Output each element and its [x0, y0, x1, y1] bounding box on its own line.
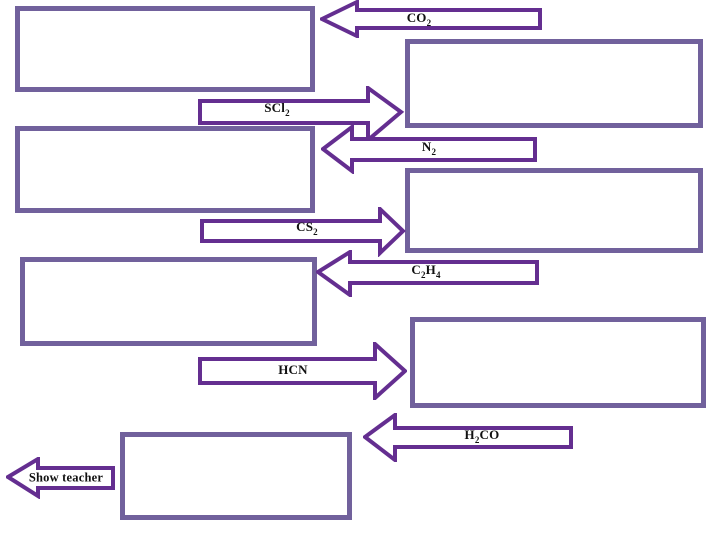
arrow-co2 — [320, 0, 542, 38]
formula-text: CS — [296, 219, 314, 235]
left-arrow-shape — [363, 413, 573, 462]
answer-box-c2h4[interactable] — [20, 257, 317, 346]
answer-box-co2[interactable] — [15, 6, 315, 92]
answer-box-hcn[interactable] — [410, 317, 706, 408]
arrow-label-scl2: SCl2 — [264, 100, 290, 118]
arrow-c2h4 — [316, 250, 539, 297]
right-arrow-shape — [198, 342, 407, 400]
arrow-label-h2co: H2CO — [465, 427, 500, 445]
formula-text: H — [425, 262, 436, 278]
arrow-label-show-teacher: Show teacher — [29, 471, 103, 486]
formula-text: C — [411, 262, 421, 278]
answer-box-cs2[interactable] — [405, 168, 703, 253]
arrow-label-co2: CO2 — [407, 10, 432, 28]
formula-subscript: 2 — [426, 17, 432, 28]
right-arrow-shape — [200, 207, 406, 257]
left-arrow-shape — [320, 0, 542, 38]
arrow-label-hcn: HCN — [278, 362, 308, 378]
arrow-h2co — [363, 413, 573, 462]
formula-subscript: 2 — [474, 434, 480, 445]
formula-text: HCN — [278, 362, 308, 377]
left-arrow-shape — [316, 250, 539, 297]
arrow-label-cs2: CS2 — [296, 219, 318, 237]
formula-text: CO — [479, 427, 500, 443]
left-arrow-shape — [6, 457, 115, 499]
arrow-show-teacher — [6, 457, 115, 499]
arrow-label-n2: N2 — [422, 139, 436, 157]
arrow-cs2 — [200, 207, 407, 257]
answer-box-h2co[interactable] — [120, 432, 352, 520]
right-arrow-shape — [198, 86, 405, 144]
formula-subscript: 4 — [435, 269, 441, 280]
formula-text: H — [464, 427, 475, 443]
formula-text: SCl — [264, 100, 286, 116]
formula-subscript: 2 — [420, 269, 426, 280]
formula-subscript: 2 — [431, 146, 437, 157]
arrow-hcn — [198, 342, 407, 400]
formula-subscript: 2 — [285, 107, 290, 118]
left-arrow-shape — [321, 125, 537, 174]
arrow-n2 — [321, 125, 539, 174]
formula-text: CO — [406, 10, 427, 26]
formula-text: N — [421, 139, 432, 155]
formula-subscript: 2 — [313, 226, 318, 237]
arrow-label-c2h4: C2H4 — [411, 262, 440, 280]
arrow-scl2 — [198, 86, 406, 144]
show-teacher-text: Show teacher — [28, 470, 104, 485]
answer-box-n2[interactable] — [15, 126, 315, 213]
answer-box-scl2[interactable] — [405, 39, 703, 128]
